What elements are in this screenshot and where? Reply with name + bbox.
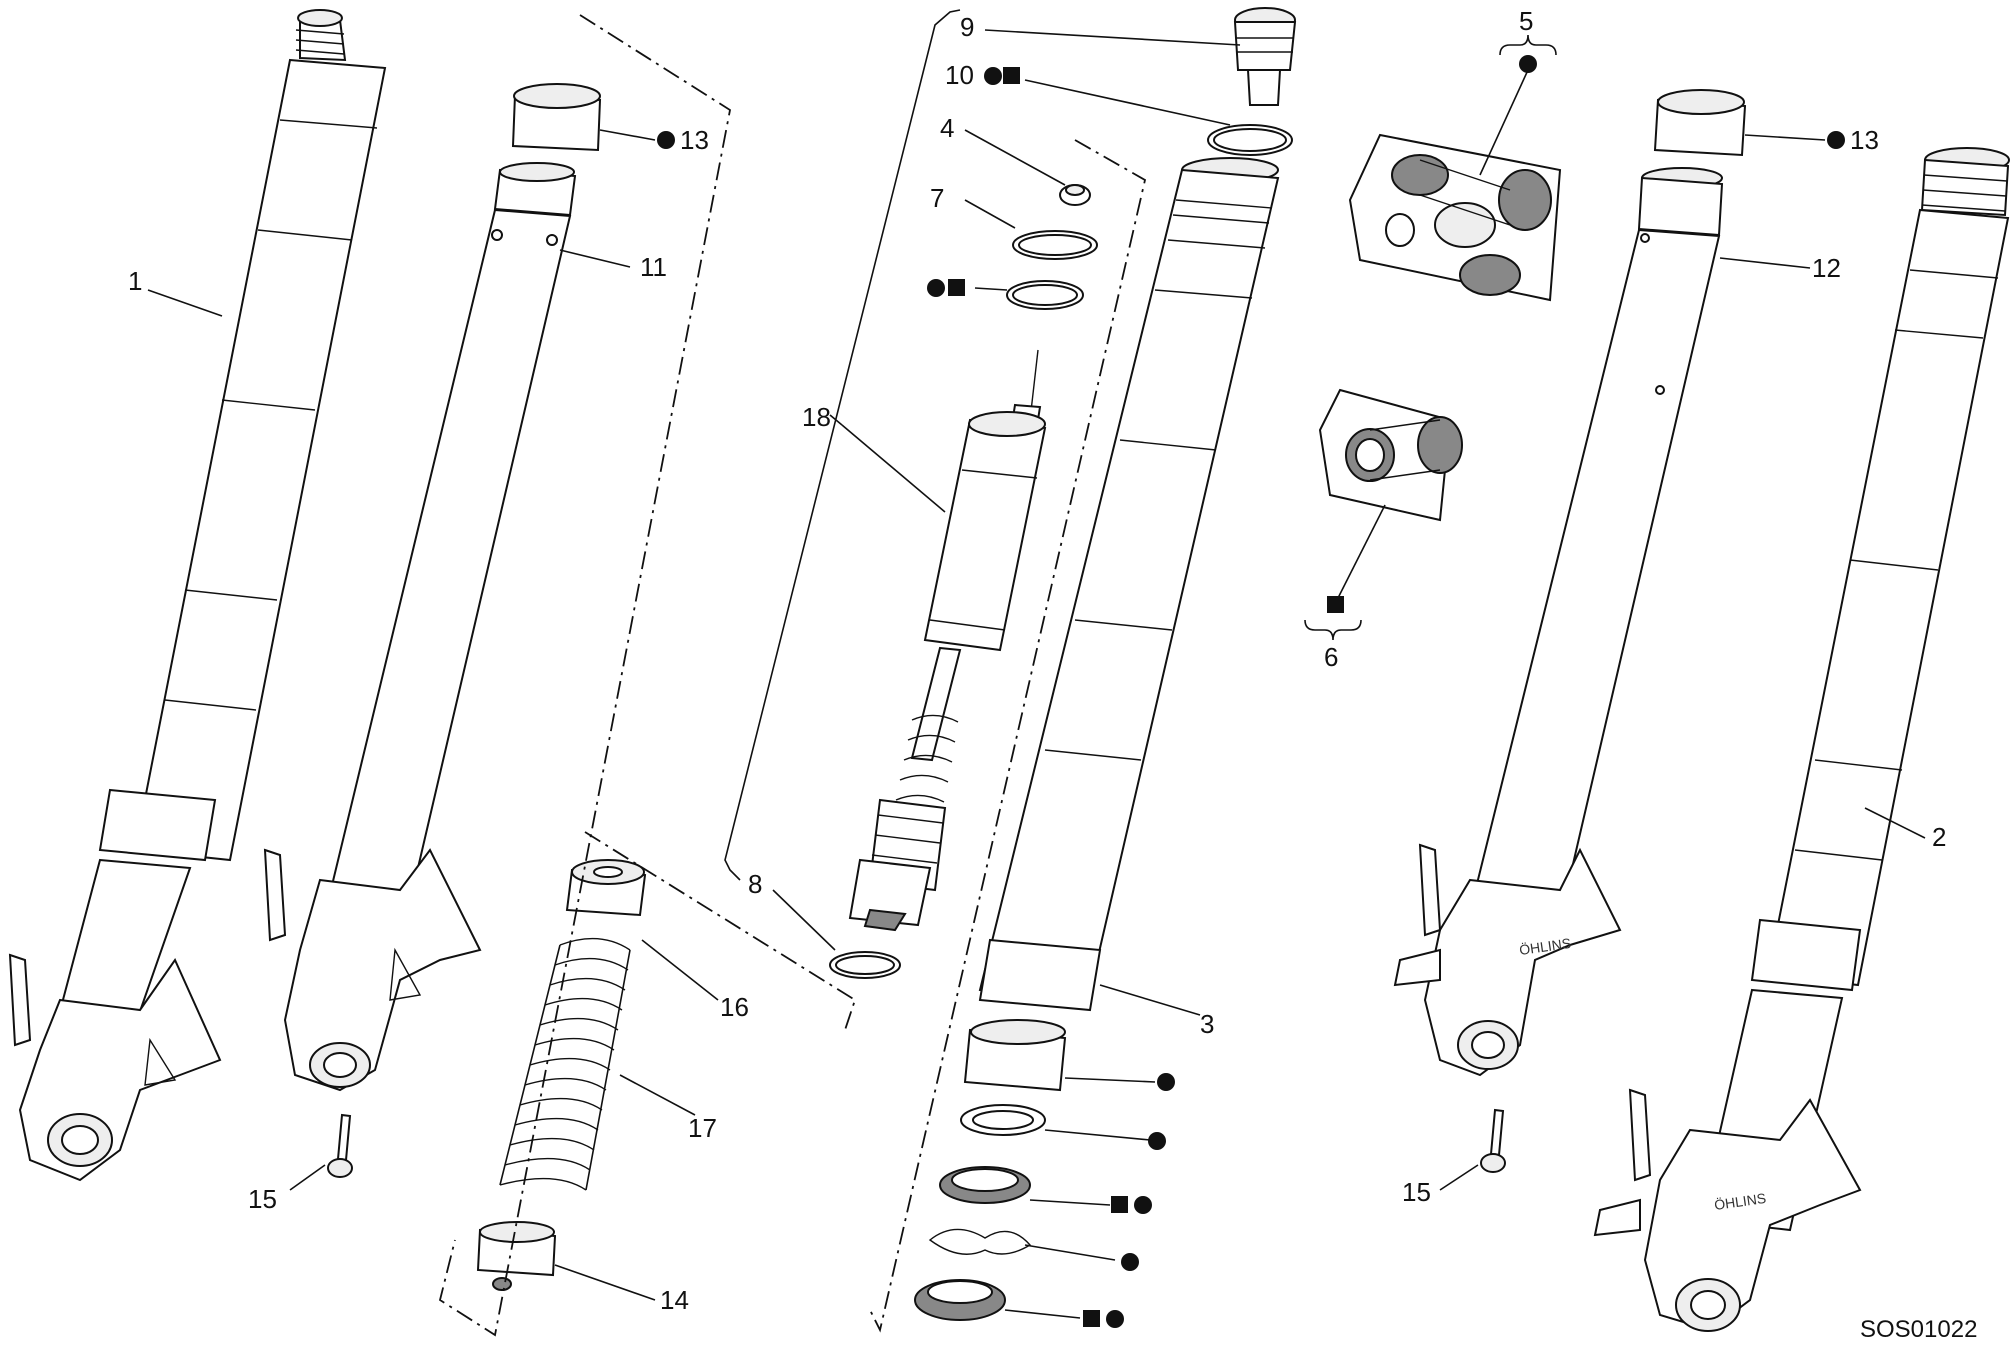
callout-2: 2: [1932, 822, 1946, 852]
leader-lines: [147, 29, 1926, 1319]
callout-10: 10: [945, 60, 974, 90]
callout-13-left: 13: [680, 125, 709, 155]
callout-4: 4: [940, 113, 954, 143]
callout-12: 12: [1812, 253, 1841, 283]
o-ring-7: [1012, 230, 1098, 260]
fork-tube-3: [978, 157, 1280, 1012]
nut-4: [1059, 184, 1091, 206]
fork-leg-2: ÖHLINS: [1593, 147, 2010, 1332]
callout-9: 9: [960, 12, 974, 42]
clamp-6: [1318, 388, 1463, 522]
bushing-stack-3: [914, 1019, 1067, 1321]
spacer-16: [565, 859, 647, 917]
outer-tube-11: [263, 162, 577, 1092]
o-ring-10: [1207, 124, 1293, 156]
ring-8: [829, 951, 901, 979]
callout-15-right: 15: [1402, 1177, 1431, 1207]
symbols: [657, 55, 1845, 1328]
callout-14: 14: [660, 1285, 689, 1315]
callout-17: 17: [688, 1113, 717, 1143]
o-ring-gasket: [1006, 280, 1084, 310]
spring-17: [499, 937, 631, 1191]
callout-7: 7: [930, 183, 944, 213]
cartridge-18: [848, 349, 1047, 932]
callout-1: 1: [128, 266, 142, 296]
clamp-5: [1348, 133, 1562, 302]
bolt-15-left: [327, 1113, 353, 1178]
outer-tube-12: ÖHLINS: [1393, 167, 1724, 1077]
spring-seat-14: [476, 1221, 557, 1291]
callout-16: 16: [720, 992, 749, 1022]
callout-3: 3: [1200, 1009, 1214, 1039]
drawing-code: SOS01022: [1860, 1316, 1977, 1343]
brace-6: [1304, 619, 1362, 641]
fork-leg-1: [8, 9, 387, 1182]
bushing-13-left: [511, 83, 602, 152]
callout-6: 6: [1324, 642, 1338, 672]
callouts: 1 2 3 4 5 6 7 8 9 10 11 12 13 13 14 15 1…: [128, 6, 1946, 1315]
callout-13-right: 13: [1850, 125, 1879, 155]
callout-11: 11: [640, 252, 667, 282]
bracket-18: [724, 9, 961, 881]
assembly-lines: [438, 14, 1147, 1337]
bolt-15-right: [1480, 1108, 1506, 1173]
bushing-13-right: [1653, 89, 1747, 157]
callout-5: 5: [1519, 6, 1533, 36]
callout-8: 8: [748, 869, 762, 899]
callout-18: 18: [802, 402, 831, 432]
brace-5: [1499, 34, 1557, 56]
callout-15-left: 15: [248, 1184, 277, 1214]
top-cap-9: [1233, 7, 1297, 106]
